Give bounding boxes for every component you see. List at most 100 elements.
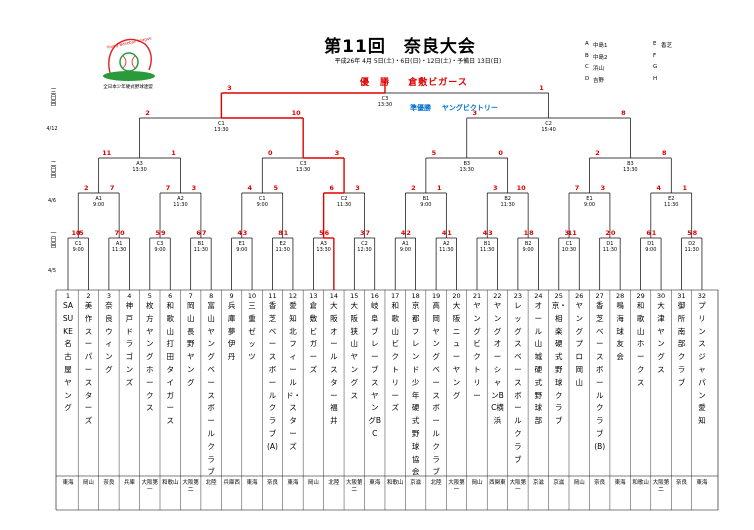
team-number: 2 bbox=[86, 292, 91, 300]
team-name: 御所南部クラブ bbox=[677, 301, 686, 387]
match-score: 0 bbox=[268, 149, 273, 157]
team-prefecture: 和歌山 bbox=[632, 480, 649, 486]
team-prefecture: 和歌山 bbox=[161, 480, 179, 486]
match-id: C1 bbox=[565, 241, 573, 247]
team-prefecture: 奈良 bbox=[675, 480, 687, 486]
match-id: C1 bbox=[258, 196, 266, 202]
match-id: A3 bbox=[320, 241, 327, 247]
team-number: 30 bbox=[656, 292, 666, 300]
team-name: 京・相楽硬式野球クラブ bbox=[551, 301, 567, 426]
team-prefecture: 京滋 bbox=[410, 480, 422, 486]
team-prefecture: 奈良 bbox=[103, 480, 115, 486]
team-name: 奈良ウィング bbox=[105, 301, 113, 374]
match-time: 13:30 bbox=[214, 127, 229, 133]
league-logo: Young Baseball League bbox=[93, 35, 163, 84]
match-time: 11:30 bbox=[500, 202, 515, 208]
match-time: 11:30 bbox=[193, 247, 209, 253]
match-score: 2 bbox=[145, 109, 150, 117]
match-time: 13:30 bbox=[295, 167, 311, 173]
team-number: 1 bbox=[65, 292, 71, 300]
match-id: C3 bbox=[299, 161, 307, 167]
match-id: E1 bbox=[586, 196, 593, 202]
venue-code: G bbox=[653, 64, 658, 70]
match-score: 1 bbox=[283, 229, 289, 237]
match-score: 11 bbox=[102, 149, 112, 157]
team-name: 神戸ドラゴンズ bbox=[125, 301, 134, 387]
team-number: 7 bbox=[188, 292, 193, 300]
match-time: 11:30 bbox=[173, 202, 188, 208]
match-score: 3 bbox=[488, 229, 493, 237]
match-score: 11 bbox=[567, 229, 577, 237]
match-score: 3 bbox=[242, 229, 248, 237]
runnerup-team: ヤングビクトリー bbox=[441, 104, 498, 112]
venue-code: F bbox=[653, 52, 657, 59]
team-prefecture: 大阪第一 bbox=[141, 480, 159, 493]
match-score: 1 bbox=[523, 229, 529, 237]
match-id: B2 bbox=[524, 241, 532, 247]
champion-line: 優 勝 倉敷ビガース bbox=[360, 75, 500, 88]
match-id: A1 bbox=[402, 241, 409, 247]
venue-name: 香芝 bbox=[661, 43, 673, 49]
team-prefecture: 岡山 bbox=[573, 480, 585, 486]
team-prefecture: 奈良 bbox=[594, 480, 606, 486]
team-name: 倉敷ビガーズ bbox=[309, 301, 318, 374]
venue-code: C bbox=[585, 64, 589, 70]
team-number: 25 bbox=[554, 292, 563, 300]
match-time: 11:30 bbox=[439, 247, 454, 253]
match-id: B3 bbox=[463, 161, 471, 167]
team-name: 大阪ニューヤング bbox=[452, 301, 461, 400]
match-score: 0 bbox=[610, 229, 616, 237]
match-score: 7 bbox=[165, 184, 171, 192]
match-id: B3 bbox=[627, 161, 634, 167]
venue-code: H bbox=[653, 75, 658, 82]
match-time: 13:30 bbox=[316, 247, 331, 253]
match-score: 8 bbox=[621, 109, 626, 117]
team-number: 12 bbox=[288, 292, 298, 300]
match-time: 11:30 bbox=[664, 202, 679, 208]
match-id: A2 bbox=[443, 241, 450, 247]
team-name: ヤングプロ岡山 bbox=[575, 301, 584, 387]
team-number: 17 bbox=[391, 292, 400, 300]
match-score: 5 bbox=[155, 229, 161, 237]
match-score: 9 bbox=[160, 229, 166, 237]
runnerup-line: 準優勝 ヤングビクトリー bbox=[410, 103, 530, 113]
team-name: 富山ヤングベースボールクラブ bbox=[207, 301, 215, 477]
match-time: 10:30 bbox=[561, 247, 577, 253]
match-time: 9:00 bbox=[420, 202, 432, 208]
match-score: 5 bbox=[431, 149, 437, 157]
team-prefecture: 大阪第一 bbox=[448, 480, 465, 493]
team-number: 21 bbox=[472, 292, 482, 300]
team-name: 大津ヤングス bbox=[657, 301, 665, 374]
match-score: 3 bbox=[355, 184, 360, 192]
match-score: 6 bbox=[324, 229, 330, 237]
team-number: 14 bbox=[329, 292, 338, 300]
team-number: 10 bbox=[247, 292, 257, 300]
match-score: 3 bbox=[227, 84, 232, 92]
match-id: B2 bbox=[504, 196, 511, 202]
match-time: 9:00 bbox=[583, 202, 596, 208]
match-id: D1 bbox=[647, 241, 655, 247]
team-name: 京都フレンド少年硬式野球協会 bbox=[411, 301, 420, 477]
match-id: C2 bbox=[340, 196, 348, 202]
match-id: C3 bbox=[381, 96, 389, 102]
team-prefecture: 和歌山 bbox=[386, 480, 404, 486]
team-number: 13 bbox=[309, 292, 318, 300]
team-name: 高岡ヤングベースボールクラブ bbox=[432, 301, 440, 477]
team-name: 三重ゼッツ bbox=[248, 301, 256, 362]
team-name: SASUKE名古屋ヤング bbox=[62, 301, 74, 413]
team-number: 27 bbox=[595, 292, 604, 300]
match-id: E2 bbox=[279, 241, 286, 247]
team-prefecture: 西関東 bbox=[489, 480, 506, 486]
